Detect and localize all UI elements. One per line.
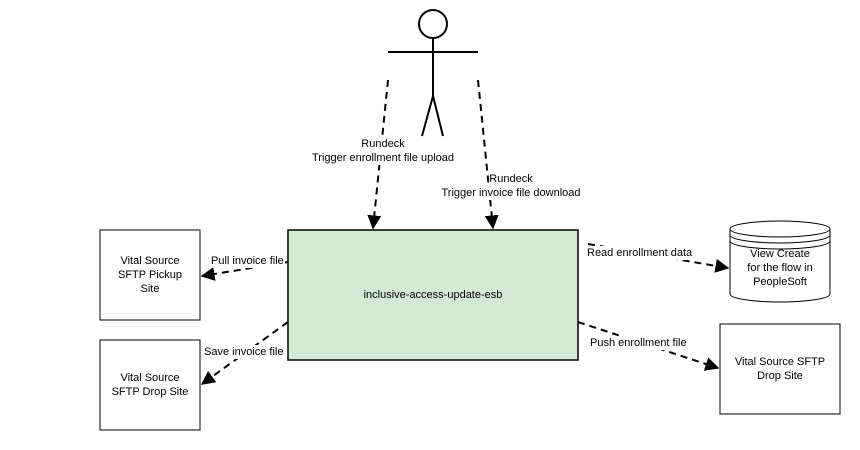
actor-icon (388, 9, 478, 137)
sftp-pickup-box (99, 229, 201, 321)
edge-read-enrollment-label: Read enrollment data (586, 246, 694, 260)
edge-download-line2: Trigger invoice file download (441, 186, 581, 200)
edge-save-invoice-label: Save invoice file (203, 345, 285, 359)
sftp-drop-right-label: Vital Source SFTP Drop Site (734, 356, 826, 382)
edge-download-label: Rundeck Trigger invoice file download (430, 172, 592, 200)
esb-label: inclusive-access-update-esb (363, 289, 503, 301)
edge-upload-label: Rundeck Trigger enrollment file upload (300, 137, 466, 165)
sftp-drop-left-box (99, 339, 201, 431)
edge-download-line1: Rundeck (489, 172, 533, 186)
edge-upload-line1: Rundeck (361, 137, 405, 151)
peoplesoft-view-label: View Create for the flow in PeopleSoft (747, 248, 813, 288)
edge-push-enrollment-label: Push enrollment file (589, 336, 688, 350)
sftp-drop-left-label: Vital Source SFTP Drop Site (111, 372, 189, 398)
sftp-drop-right-box (719, 323, 841, 415)
edge-upload-line2: Trigger enrollment file upload (311, 151, 455, 165)
esb-box (287, 229, 579, 361)
sftp-pickup-label: Vital Source SFTP Pickup Site (118, 255, 182, 295)
edge-download (477, 79, 499, 230)
peoplesoft-database-icon (729, 220, 831, 303)
edge-pull-invoice-label: Pull invoice file (210, 254, 285, 268)
